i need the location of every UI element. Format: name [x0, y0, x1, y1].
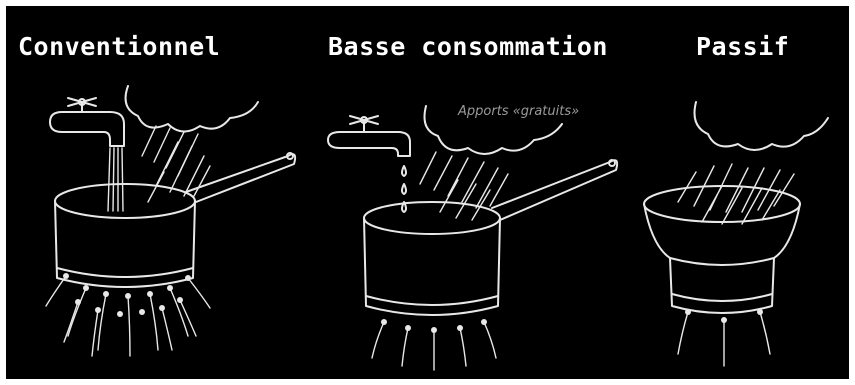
panel-passif	[644, 102, 828, 366]
diagram-board: Conventionnel Basse consommation Passif …	[6, 6, 849, 379]
saucepan-icon	[644, 186, 800, 313]
cloud-icon	[126, 86, 258, 132]
water-drop-icon	[402, 166, 406, 212]
flame-icon	[372, 319, 496, 370]
flame-icon	[678, 309, 770, 366]
rain-icon	[142, 126, 210, 202]
panel-basse-consommation	[328, 106, 617, 370]
saucepan-icon	[364, 160, 617, 315]
rain-icon	[420, 152, 508, 220]
water-stream-icon	[108, 148, 123, 211]
flame-icon	[46, 273, 210, 356]
diagram-drawing	[6, 6, 849, 379]
panel-conventionnel	[46, 86, 295, 356]
rain-icon	[678, 164, 794, 224]
saucepan-icon	[55, 153, 295, 287]
cloud-icon	[425, 106, 563, 154]
faucet-icon	[328, 116, 410, 156]
cloud-icon	[695, 102, 829, 150]
faucet-icon	[50, 98, 124, 146]
